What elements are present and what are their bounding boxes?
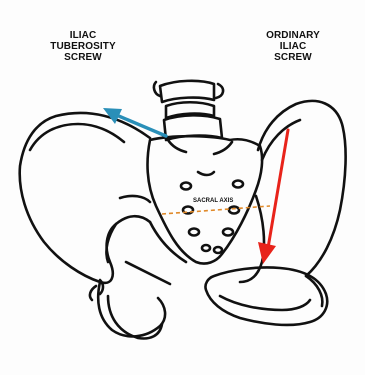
label-line: ILIAC <box>258 41 328 52</box>
ordinary-iliac-arrow <box>258 130 288 264</box>
label-line: ILIAC <box>48 30 118 41</box>
lumbar-vertebra <box>160 81 214 102</box>
sacral-axis-line <box>162 206 270 214</box>
label-line: SCREW <box>48 52 118 63</box>
iliac-tuberosity-screw-label: ILIAC TUBEROSITY SCREW <box>48 30 118 63</box>
label-line: TUBEROSITY <box>48 41 118 52</box>
label-line: SCREW <box>258 52 328 63</box>
iliac-tuberosity-arrow <box>103 108 166 136</box>
label-line: ORDINARY <box>258 30 328 41</box>
sacral-axis-label: SACRAL AXIS <box>193 198 253 204</box>
ordinary-iliac-screw-label: ORDINARY ILIAC SCREW <box>258 30 328 63</box>
right-ischium <box>205 267 327 324</box>
